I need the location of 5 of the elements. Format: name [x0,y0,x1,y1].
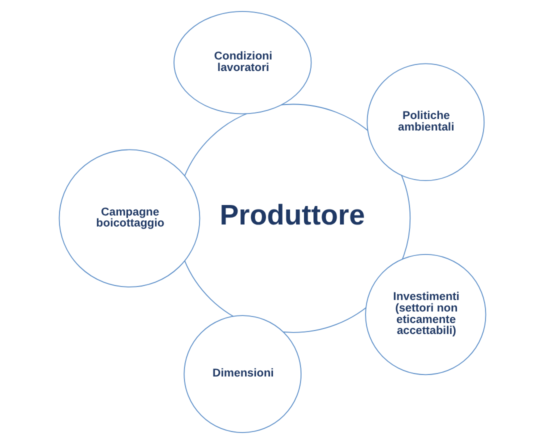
node-ellipse: Condizioni lavoratori [173,11,312,114]
node-circle: Investimenti (settori non eticamente accettabili) [364,254,486,376]
node-circle: Campagne boicottaggio [58,149,200,288]
node-circle: Dimensioni [183,315,302,433]
node-circle: Politiche ambientali [366,63,484,182]
